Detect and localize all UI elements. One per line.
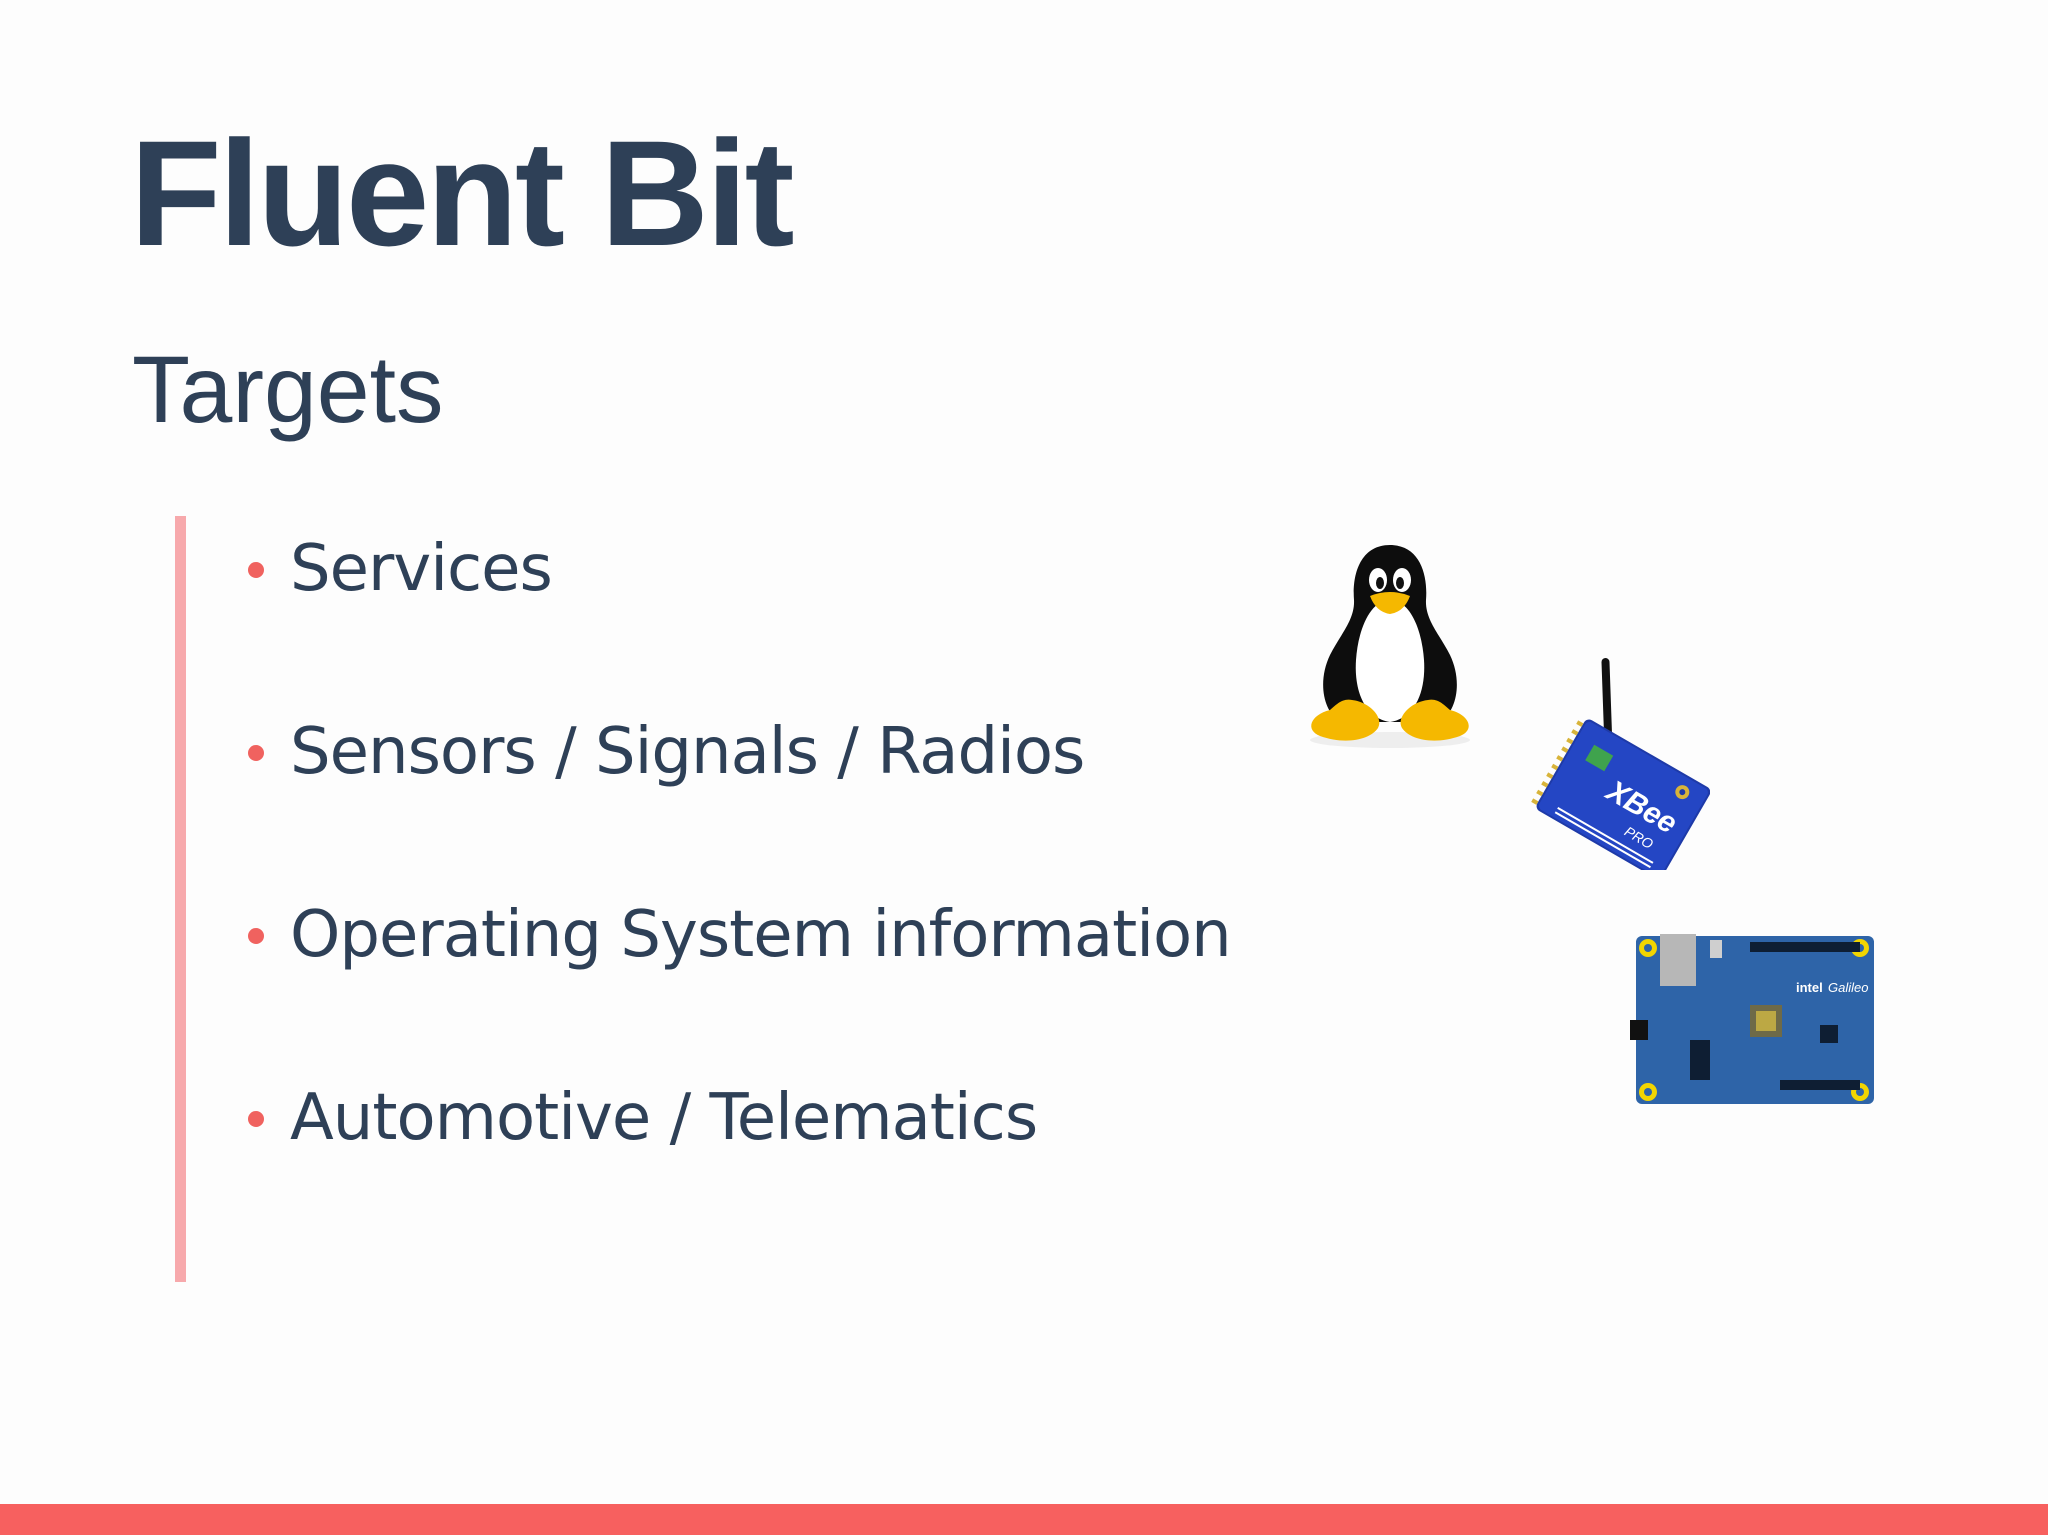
- svg-text:intel: intel: [1796, 980, 1823, 995]
- bullet-text: Sensors / Signals / Radios: [290, 715, 1085, 789]
- bullet-item-sensors: Sensors / Signals / Radios: [248, 703, 1231, 886]
- linux-tux-icon: [1310, 545, 1470, 748]
- bullet-item-services: Services: [248, 520, 1231, 703]
- bullet-dot: [248, 1111, 264, 1127]
- bullet-dot: [248, 745, 264, 761]
- xbee-radio-module-icon: XBee PRO: [1531, 658, 1710, 870]
- bullet-item-automotive: Automotive / Telematics: [248, 1069, 1231, 1252]
- slide-subtitle: Targets: [132, 337, 444, 443]
- intel-galileo-board-icon: intel Galileo: [1630, 934, 1874, 1104]
- bullet-item-os-information: Operating System information: [248, 886, 1232, 1069]
- galileo-brand-label: intel Galileo: [1796, 980, 1868, 995]
- bullet-text: Services: [290, 532, 553, 606]
- bullet-text: Automotive / Telematics: [290, 1081, 1038, 1155]
- bullet-dot: [248, 562, 264, 578]
- quote-bar: [175, 516, 186, 1282]
- bullet-dot: [248, 928, 264, 944]
- slide-title: Fluent Bit: [130, 109, 795, 277]
- bullet-text: Operating System information: [290, 898, 1232, 972]
- svg-text:Galileo: Galileo: [1828, 980, 1868, 995]
- bullet-list: Services Sensors / Signals / Radios Oper…: [248, 520, 1232, 1252]
- footer-accent-bar: [0, 1504, 2048, 1535]
